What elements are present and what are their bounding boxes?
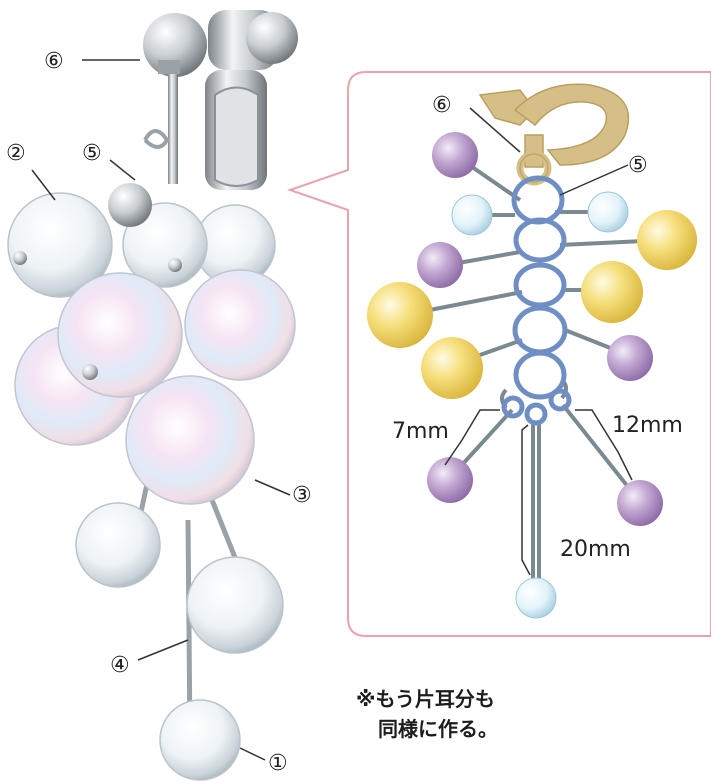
photo-marker-2: ② — [6, 141, 26, 166]
bead-yellow — [367, 282, 433, 348]
bead-yellow — [637, 210, 697, 270]
diagram-marker-5: ⑤ — [628, 153, 648, 178]
bead-purple — [427, 457, 473, 503]
bead-yellow — [581, 261, 643, 323]
diagram-marker-6: ⑥ — [432, 93, 452, 118]
instruction-note: ※もう片耳分も 同様に作る。 — [356, 684, 596, 744]
bead-purple — [432, 132, 478, 178]
photo-marker-6: ⑥ — [44, 49, 64, 74]
photo-marker-1: ① — [268, 751, 288, 776]
earring-photo: ⑥ ② ⑤ ③ ④ ① — [6, 10, 312, 780]
dimension-label-7mm: 7mm — [392, 419, 449, 444]
bead-blue — [516, 578, 556, 618]
bead-blue — [588, 192, 628, 232]
earring-clip-hardware — [143, 10, 298, 190]
photo-marker-5: ⑤ — [82, 141, 102, 166]
dimension-label-12mm: 12mm — [612, 413, 683, 438]
bead-purple — [607, 335, 653, 381]
dimension-label-20mm: 20mm — [560, 537, 631, 562]
bead-purple — [617, 480, 663, 526]
photo-marker-3: ③ — [292, 483, 312, 508]
bead-purple — [417, 242, 463, 288]
photo-marker-4: ④ — [110, 653, 130, 678]
bead-blue — [452, 195, 492, 235]
note-line-2: 同様に作る。 — [356, 714, 596, 744]
bead-yellow — [421, 337, 483, 399]
note-line-1: ※もう片耳分も — [356, 684, 596, 714]
earring-beads — [8, 183, 295, 780]
